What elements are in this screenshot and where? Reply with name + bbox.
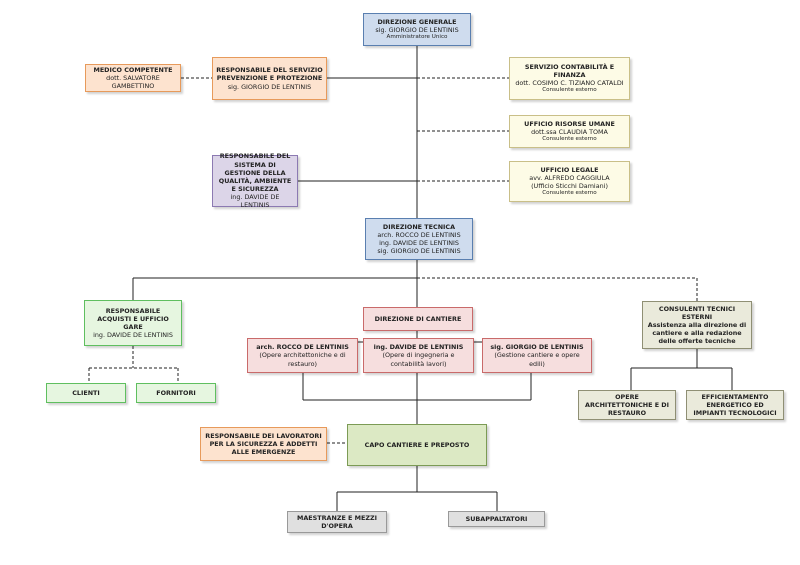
- direzione-tecnica-box: DIREZIONE TECNICA arch. ROCCO DE LENTINI…: [365, 218, 473, 260]
- direzione-generale-box: DIREZIONE GENERALE sig. GIORGIO DE LENTI…: [363, 13, 471, 46]
- ufficio-risorse-umane-box: UFFICIO RISORSE UMANE dott.ssa CLAUDIA T…: [509, 115, 630, 148]
- clienti-box: CLIENTI: [46, 383, 126, 403]
- servizio-contabilita-role: Consulente esterno: [542, 87, 597, 94]
- subappaltatori-title: SUBAPPALTATORI: [465, 514, 528, 523]
- ufficio-risorse-umane-role: Consulente esterno: [542, 136, 597, 143]
- direzione-cantiere-box: DIREZIONE DI CANTIERE: [363, 307, 473, 331]
- direzione-tecnica-name-1: arch. ROCCO DE LENTINIS: [377, 230, 461, 239]
- responsabile-lavoratori-sicurezza-box: RESPONSABILE DEI LAVORATORI PER LA SICUR…: [200, 427, 327, 461]
- ufficio-legale-role: Consulente esterno: [542, 190, 597, 197]
- direzione-cantiere-title: DIREZIONE DI CANTIERE: [374, 314, 462, 323]
- opere-architettoniche-title: OPERE ARCHITETTONICHE E DI RESTAURO: [585, 392, 669, 418]
- consulenti-tecnici-desc: Assistenza alla direzione di cantiere e …: [647, 320, 747, 346]
- rspp-title: RESPONSABILE DEL SERVIZIO PREVENZIONE E …: [216, 66, 323, 83]
- davide-de-lentinis-name: ing. DAVIDE DE LENTINIS: [373, 343, 464, 352]
- capo-cantiere-box: CAPO CANTIERE E PREPOSTO: [347, 424, 487, 466]
- ufficio-legale-box: UFFICIO LEGALE avv. ALFREDO CAGGIULA (Uf…: [509, 161, 630, 202]
- giorgio-de-lentinis-desc: (Gestione cantiere e opere edili): [494, 351, 580, 368]
- fornitori-box: FORNITORI: [136, 383, 216, 403]
- direzione-generale-role: Amministratore Unico: [386, 34, 448, 41]
- efficientamento-energetico-box: EFFICIENTAMENTO ENERGETICO ED IMPIANTI T…: [686, 390, 784, 420]
- ufficio-risorse-umane-title: UFFICIO RISORSE UMANE: [524, 119, 615, 128]
- subappaltatori-box: SUBAPPALTATORI: [448, 511, 545, 527]
- medico-competente-title: MEDICO COMPETENTE: [93, 65, 173, 74]
- giorgio-de-lentinis-box: sig. GIORGIO DE LENTINIS (Gestione canti…: [482, 338, 592, 373]
- rocco-de-lentinis-name: arch. ROCCO DE LENTINIS: [256, 343, 349, 352]
- servizio-contabilita-box: SERVIZIO CONTABILITÀ E FINANZA dott. COS…: [509, 57, 630, 100]
- direzione-generale-name: sig. GIORGIO DE LENTINIS: [375, 25, 459, 34]
- medico-competente-box: MEDICO COMPETENTE dott. SALVATORE GAMBET…: [85, 64, 181, 92]
- direzione-tecnica-name-3: sig. GIORGIO DE LENTINIS: [377, 247, 461, 256]
- responsabile-acquisti-box: RESPONSABILE ACQUISTI E UFFICIO GARE ing…: [84, 300, 182, 346]
- consulenti-tecnici-title: CONSULENTI TECNICI ESTERNI: [658, 304, 736, 321]
- ufficio-legale-sub: (Ufficio Sticchi Damiani): [531, 182, 608, 191]
- maestranze-title: MAESTRANZE E MEZZI D'OPERA: [296, 513, 378, 530]
- rspp-box: RESPONSABILE DEL SERVIZIO PREVENZIONE E …: [212, 57, 327, 100]
- rocco-de-lentinis-box: arch. ROCCO DE LENTINIS (Opere architett…: [247, 338, 358, 373]
- davide-de-lentinis-desc: (Opere di ingegneria e contabilità lavor…: [382, 351, 455, 368]
- fornitori-title: FORNITORI: [156, 388, 196, 397]
- consulenti-tecnici-box: CONSULENTI TECNICI ESTERNI Assistenza al…: [642, 301, 752, 349]
- responsabile-sistema-gestione-name: ing. DAVIDE DE LENTINIS: [230, 193, 280, 210]
- maestranze-box: MAESTRANZE E MEZZI D'OPERA: [287, 511, 387, 533]
- giorgio-de-lentinis-name: sig. GIORGIO DE LENTINIS: [490, 343, 584, 352]
- capo-cantiere-title: CAPO CANTIERE E PREPOSTO: [364, 440, 470, 449]
- ufficio-risorse-umane-name: dott.ssa CLAUDIA TOMA: [531, 127, 608, 136]
- rspp-name: sig. GIORGIO DE LENTINIS: [227, 82, 312, 91]
- responsabile-sistema-gestione-box: RESPONSABILE DEL SISTEMA DI GESTIONE DEL…: [212, 152, 298, 210]
- opere-architettoniche-box: OPERE ARCHITETTONICHE E DI RESTAURO: [578, 390, 676, 420]
- direzione-tecnica-name-2: ing. DAVIDE DE LENTINIS: [379, 239, 459, 247]
- davide-de-lentinis-box: ing. DAVIDE DE LENTINIS (Opere di ingegn…: [363, 338, 474, 373]
- direzione-tecnica-title: DIREZIONE TECNICA: [382, 222, 456, 231]
- ufficio-legale-name: avv. ALFREDO CAGGIULA: [529, 173, 610, 182]
- servizio-contabilita-title: SERVIZIO CONTABILITÀ E FINANZA: [524, 62, 615, 79]
- efficientamento-energetico-title: EFFICIENTAMENTO ENERGETICO ED IMPIANTI T…: [693, 392, 777, 418]
- responsabile-lavoratori-sicurezza-title: RESPONSABILE DEI LAVORATORI PER LA SICUR…: [205, 431, 322, 457]
- clienti-title: CLIENTI: [72, 388, 100, 397]
- servizio-contabilita-name: dott. COSIMO C. TIZIANO CATALDI: [515, 79, 624, 88]
- direzione-generale-title: DIREZIONE GENERALE: [377, 17, 457, 26]
- medico-competente-name: dott. SALVATORE GAMBETTINO: [106, 73, 160, 91]
- responsabile-sistema-gestione-title: RESPONSABILE DEL SISTEMA DI GESTIONE DEL…: [218, 152, 292, 194]
- rocco-de-lentinis-desc: (Opere architettoniche e di restauro): [259, 351, 346, 368]
- ufficio-legale-title: UFFICIO LEGALE: [540, 165, 599, 174]
- responsabile-acquisti-title: RESPONSABILE ACQUISTI E UFFICIO GARE: [97, 306, 169, 331]
- responsabile-acquisti-name: ing. DAVIDE DE LENTINIS: [93, 331, 173, 340]
